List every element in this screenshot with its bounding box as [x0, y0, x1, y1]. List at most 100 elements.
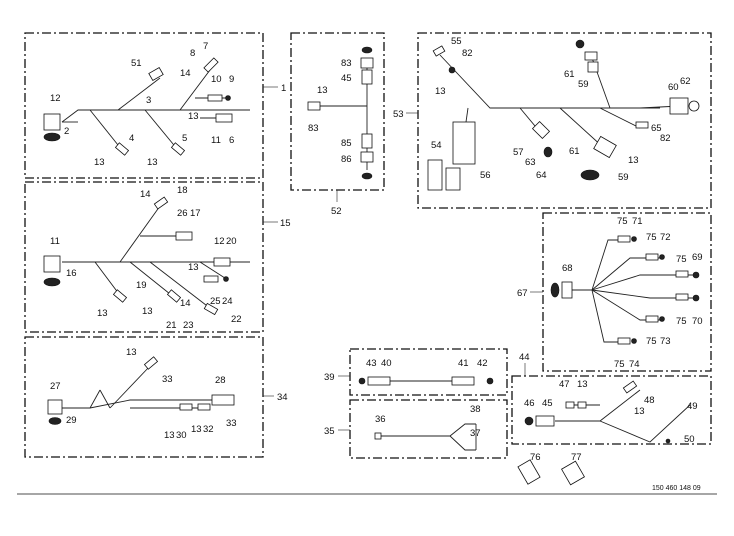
g34-label-30: 30	[176, 430, 187, 441]
g15-label-20: 20	[226, 236, 237, 247]
g53-label-55: 55	[451, 36, 462, 47]
g15-label-24: 24	[222, 296, 233, 307]
g44-label-13b: 13	[634, 406, 645, 417]
group-53: 53 55 82 13 61 59 60 62 65 82 13 54 57	[393, 32, 712, 209]
g34-label-33: 33	[226, 418, 237, 429]
g53-label-60: 61	[569, 146, 580, 157]
g53-label-82: 82	[660, 133, 671, 144]
g52-label-86: 86	[341, 154, 352, 165]
g53-label-13b: 13	[628, 155, 639, 166]
group-52-label: 52	[331, 206, 342, 217]
g53-label-64: 64	[536, 170, 547, 181]
group-39: 39 43 40 41 42	[324, 348, 508, 396]
g15-label-16: 16	[66, 268, 77, 279]
g67-label-75a: 75	[617, 216, 628, 227]
g1-label-8: 8	[190, 48, 195, 59]
g1-label-13c: 13	[147, 157, 158, 168]
g44-label-13a: 13	[577, 379, 588, 390]
g67-label-74: 74	[629, 359, 640, 370]
group-52: 52 83 45 13 83 85 86	[290, 32, 385, 217]
g15-label-12: 12	[214, 236, 225, 247]
g34-label-28: 28	[215, 375, 226, 386]
g34-label-13a: 13	[126, 347, 137, 358]
g15-label-18: 18	[177, 185, 188, 196]
g44-label-50: 50	[684, 434, 695, 445]
g44-label-45: 45	[542, 398, 553, 409]
g1-label-13b: 13	[94, 157, 105, 168]
loose-items: 76 77	[517, 452, 585, 486]
g1-label-10: 10	[211, 74, 222, 85]
g15-label-11: 11	[50, 236, 60, 247]
g1-label-7: 7	[203, 41, 208, 52]
g52-label-13: 13	[317, 85, 328, 96]
group-35: 35 36 38 37	[324, 399, 508, 459]
group-1-label: 1	[281, 83, 286, 94]
group-44-label: 44	[519, 352, 530, 363]
g1-label-11: 12	[50, 93, 61, 104]
g67-label-73: 73	[660, 336, 671, 347]
g53-label-59a: 59	[578, 79, 589, 90]
g1-label-2: 2	[64, 126, 69, 137]
g67-label-68: 68	[562, 263, 573, 274]
g34-label-27: 27	[50, 381, 61, 392]
loose-label-76: 76	[530, 452, 541, 463]
g35-label-37: 37	[470, 428, 481, 439]
g39-label-43: 43	[366, 358, 377, 369]
group-39-label: 39	[324, 372, 335, 383]
g52-label-84: 83	[341, 58, 352, 69]
g53-label-62: 62	[680, 76, 691, 87]
g44-label-48: 48	[644, 395, 655, 406]
group-1: 1 12 2 51 3 8 7 14 10 9 13 11 6 4 5 13	[24, 32, 286, 179]
g15-label-26: 26	[177, 208, 188, 219]
g53-label-57: 57	[513, 147, 524, 158]
g67-label-75e: 75	[646, 336, 657, 347]
g39-label-40: 40	[381, 358, 392, 369]
g52-label-85: 85	[341, 138, 352, 149]
g53-label-61: 61	[564, 69, 575, 80]
group-67-label: 67	[517, 288, 528, 299]
g53-label-13a: 13	[435, 86, 446, 97]
g44-label-46: 46	[524, 398, 535, 409]
g67-label-71: 71	[632, 216, 643, 227]
g15-label-25: 25	[210, 296, 221, 307]
g53-label-58: 59	[618, 172, 629, 183]
g53-label-56: 56	[480, 170, 491, 181]
g1-label-6: 5	[182, 133, 187, 144]
g39-label-41: 41	[458, 358, 469, 369]
document-number: 150 460 148 09	[652, 485, 701, 492]
g34-label-32: 33	[162, 374, 173, 385]
g1-label-12: 11	[211, 135, 221, 146]
g1-label-9: 9	[229, 74, 234, 85]
g1-label-4: 4	[129, 133, 134, 144]
g15-label-13a: 13	[188, 262, 199, 273]
g15-label-22: 22	[231, 314, 242, 325]
g1-label-3: 3	[146, 95, 151, 106]
g15-label-14a: 14	[140, 189, 151, 200]
g34-label-13c: 13	[191, 424, 202, 435]
g1-label-14: 14	[180, 68, 191, 79]
g15-label-23: 23	[183, 320, 194, 331]
g67-label-75b: 75	[646, 232, 657, 243]
g67-label-75c: 75	[676, 254, 687, 265]
group-15: 15 11 16 14 18 26 17 12 20 13 19 14 25 2…	[24, 181, 291, 333]
g35-label-36: 36	[375, 414, 386, 425]
group-67: 67 75 71 75 72 75 69 68 75 70 75 73 75 7…	[517, 212, 712, 372]
g34-label-31: 32	[203, 424, 214, 435]
g53-label-63: 63	[525, 157, 536, 168]
g15-label-14b: 14	[180, 298, 191, 309]
g44-label-49: 49	[687, 401, 698, 412]
g44-label-47: 47	[559, 379, 570, 390]
g53-label-65: 65	[651, 123, 662, 134]
g67-label-72: 72	[660, 232, 671, 243]
group-15-label: 15	[280, 218, 291, 229]
g53-label-59b: 60	[668, 82, 679, 93]
g15-label-17: 17	[190, 208, 201, 219]
g34-label-13b: 13	[164, 430, 175, 441]
group-44: 44 47 13 46 45 48 13 49 50	[511, 352, 712, 445]
g52-label-45: 45	[341, 73, 352, 84]
g15-label-19: 19	[136, 280, 147, 291]
group-34: 34 13 33 27 29 28 13 30 13 32 33	[24, 336, 288, 458]
g53-label-66: 82	[462, 48, 473, 59]
g15-label-13b: 13	[97, 308, 108, 319]
